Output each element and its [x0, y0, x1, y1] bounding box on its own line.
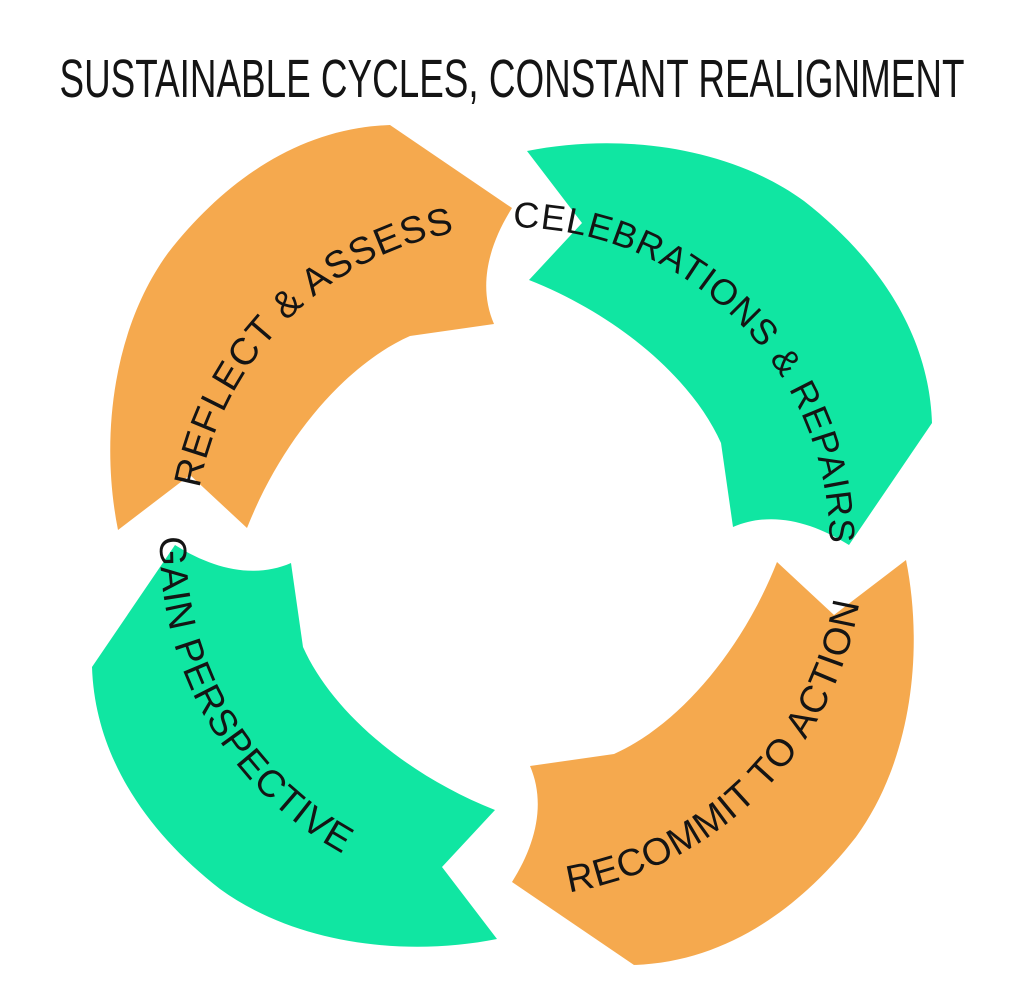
arrow-gain-perspective	[92, 545, 497, 947]
diagram-title: SUSTAINABLE CYCLES, CONSTANT REALIGNMENT	[60, 49, 965, 109]
